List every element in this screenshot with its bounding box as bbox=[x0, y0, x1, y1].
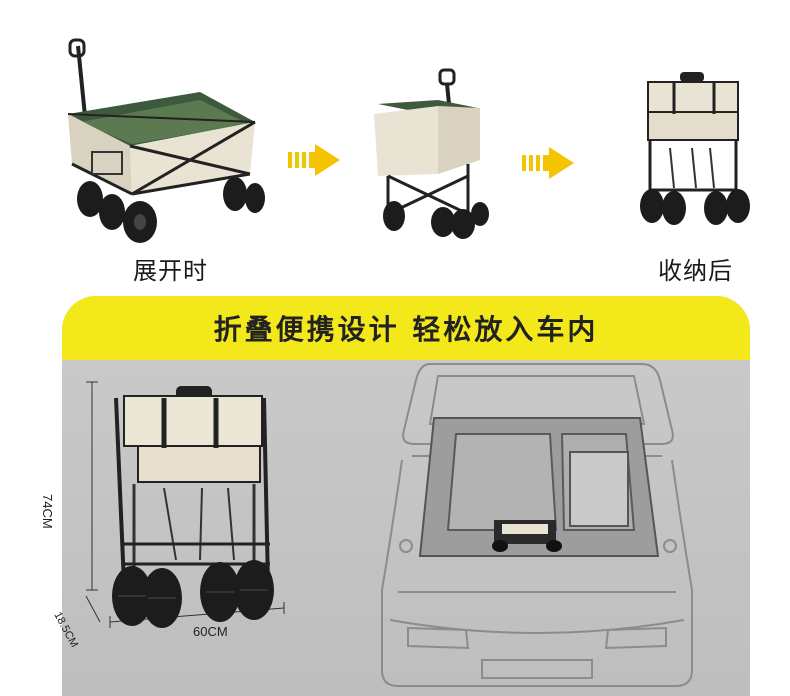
dimension-width-label: 60CM bbox=[193, 624, 228, 639]
car-trunk-image bbox=[381, 363, 693, 687]
wagon-folded-large-image bbox=[112, 386, 274, 628]
wagon-unfolded-image bbox=[67, 38, 265, 243]
caption-folded: 收纳后 bbox=[658, 257, 733, 285]
wagon-half-folded-image bbox=[374, 68, 489, 239]
banner: 折叠便携设计 轻松放入车内 bbox=[62, 296, 750, 360]
dimension-height-label: 74CM bbox=[40, 494, 55, 529]
wagon-folded-image bbox=[640, 72, 750, 225]
caption-unfolded: 展开时 bbox=[133, 257, 208, 285]
arrow-right-icon bbox=[522, 147, 574, 179]
banner-text: 折叠便携设计 轻松放入车内 bbox=[213, 313, 599, 346]
arrow-right-icon bbox=[288, 144, 340, 176]
